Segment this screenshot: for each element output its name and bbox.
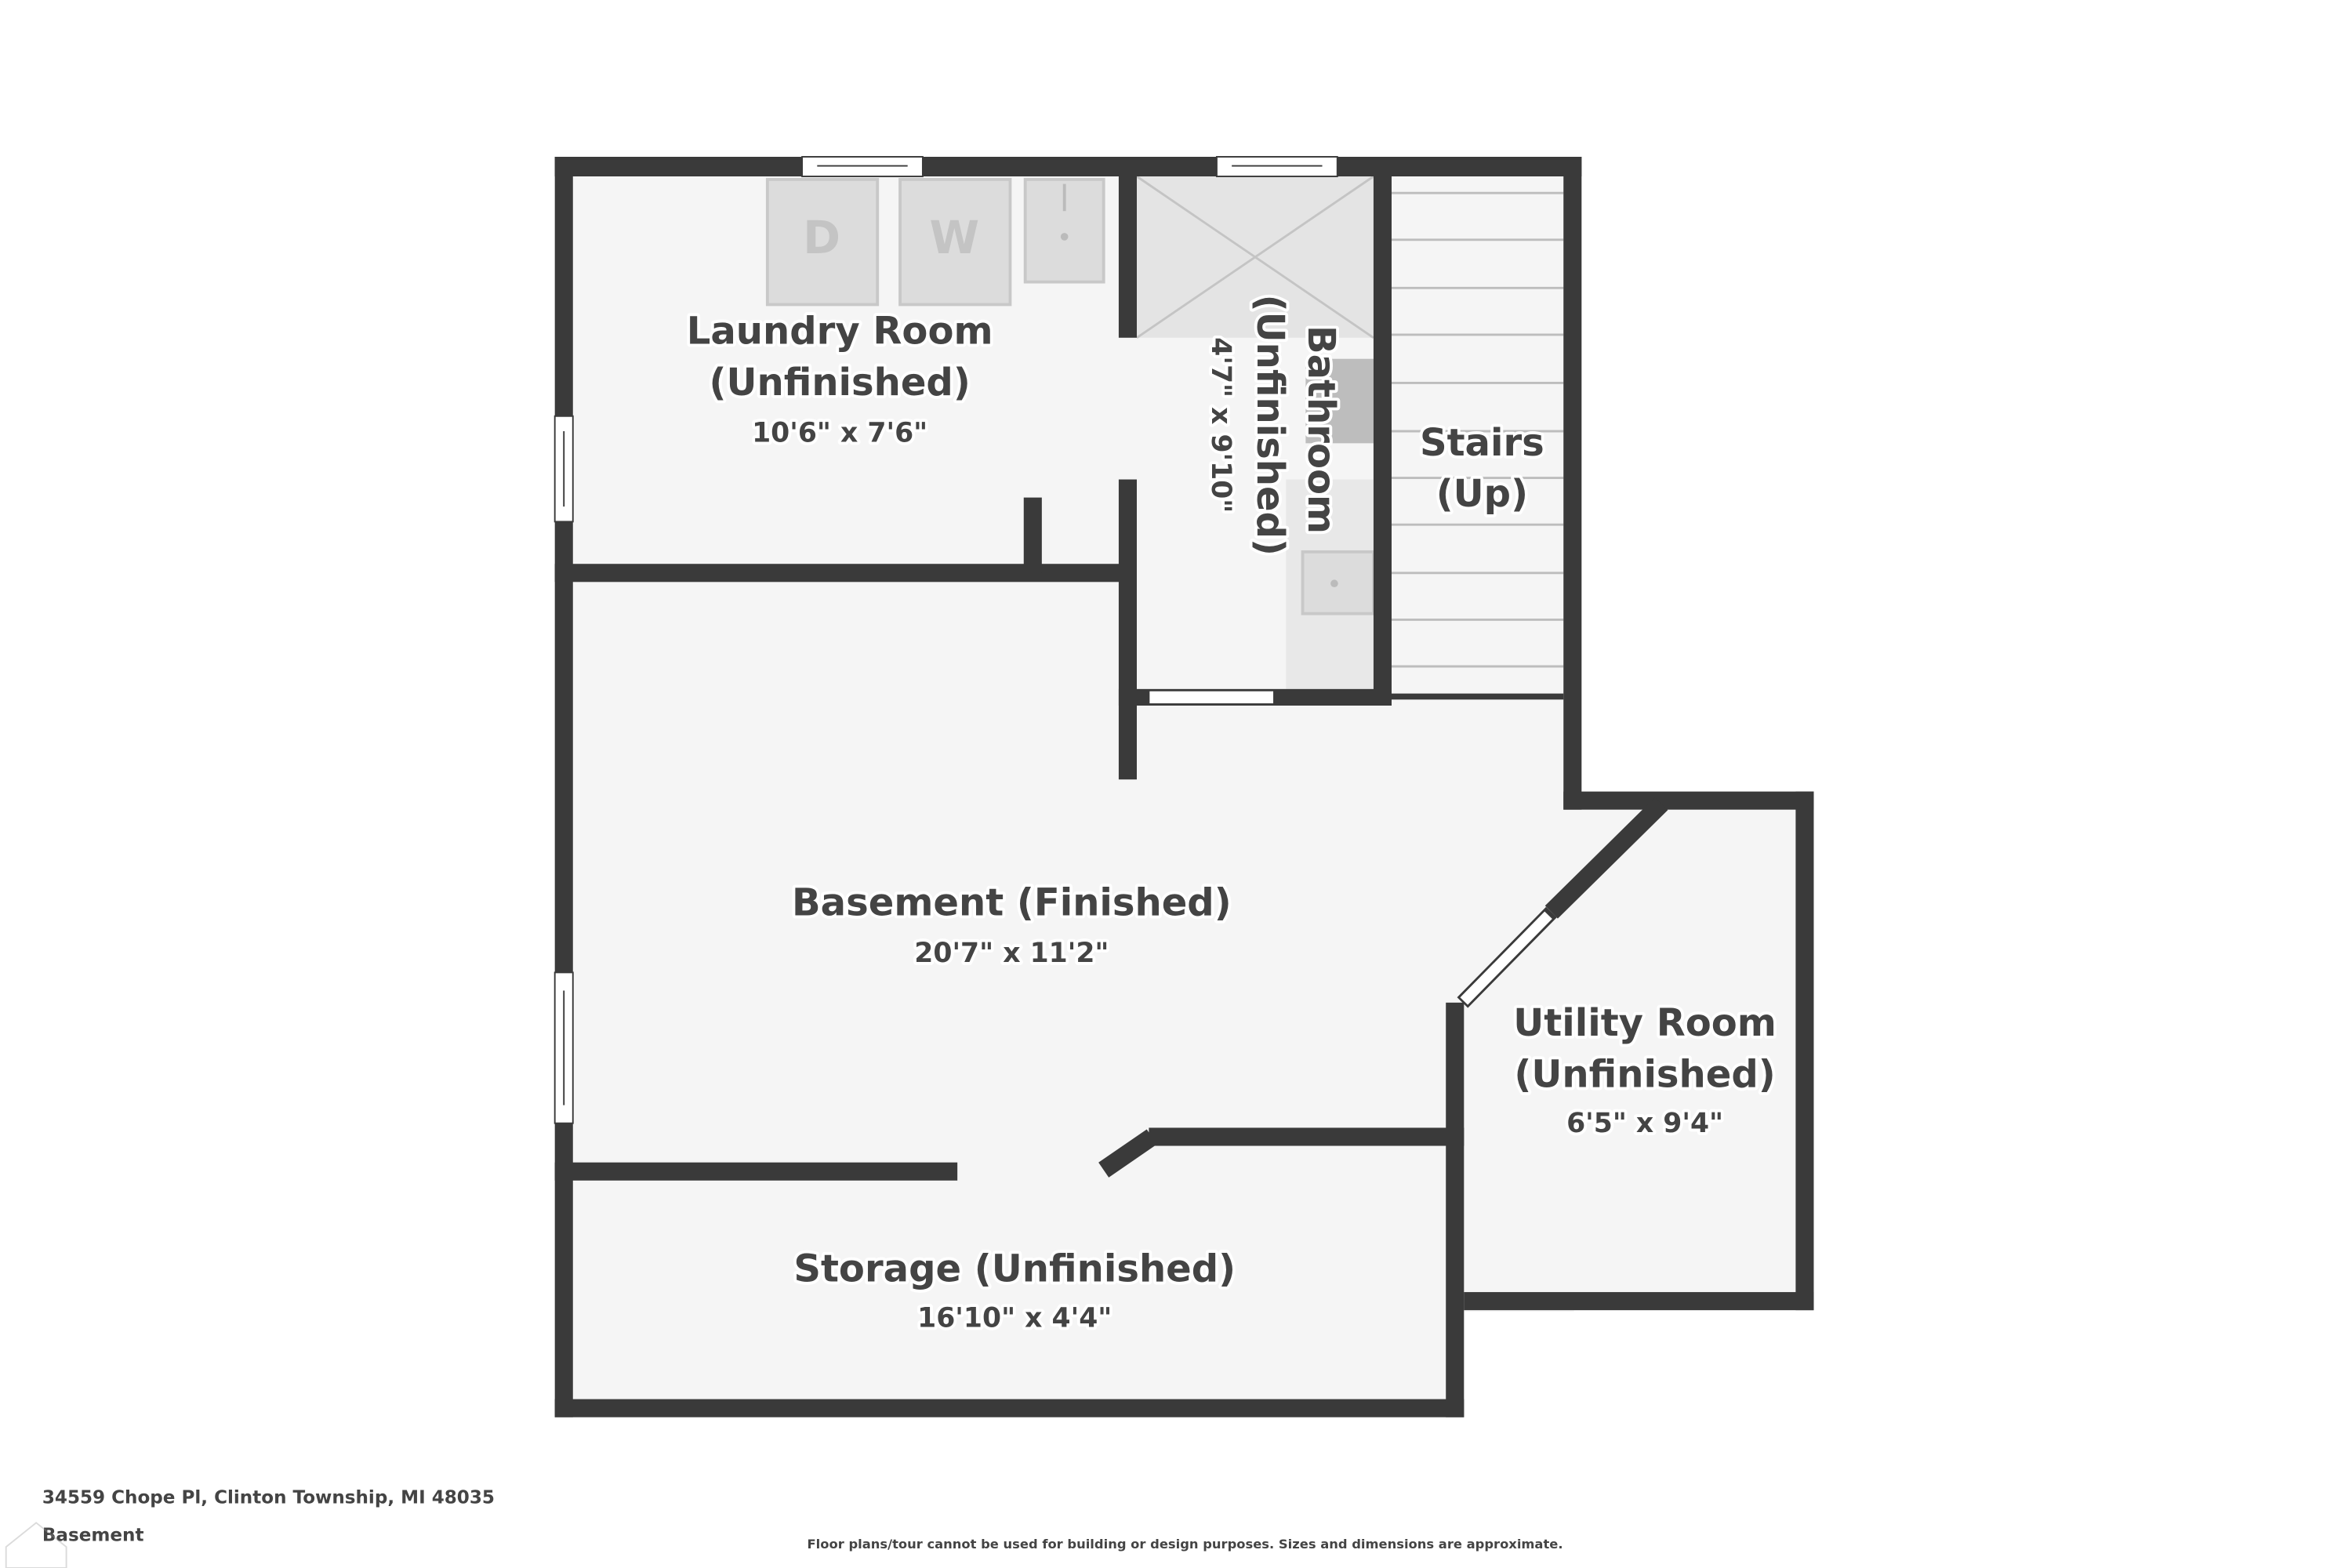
room-name: Stairs <box>1420 421 1544 465</box>
room-name: Laundry Room <box>687 309 993 353</box>
room-name: Basement (Finished) <box>792 880 1232 924</box>
svg-text:D: D <box>803 211 840 264</box>
dryer <box>765 177 880 307</box>
bath-sink <box>1301 550 1375 615</box>
room-dimensions: 4'7" x 9'10" <box>1205 337 1236 513</box>
room-utility: Utility Room (Unfinished) 6'5" x 9'4" <box>1510 998 1779 1142</box>
floor-label: Basement <box>42 1525 144 1545</box>
room-name: Bathroom <box>1299 325 1343 534</box>
laundry-appliances: D W <box>765 177 1105 307</box>
room-bathroom: Bathroom (Unfinished) 4'7" x 9'10" <box>1202 292 1346 559</box>
brand-logo-icon <box>5 1522 67 1568</box>
disclaimer: Floor plans/tour cannot be used for buil… <box>808 1537 1563 1552</box>
room-dimensions: 16'10" x 4'4" <box>917 1302 1112 1334</box>
floor-areas <box>564 165 1826 1432</box>
windows <box>554 156 1338 1124</box>
room-status: (Up) <box>1436 472 1528 516</box>
room-laundry: Laundry Room (Unfinished) 10'6" x 7'6" <box>684 307 996 452</box>
room-name: Storage (Unfinished) <box>793 1247 1236 1291</box>
toilet <box>1305 358 1374 444</box>
property-address: 34559 Chope Pl, Clinton Township, MI 480… <box>42 1487 495 1508</box>
svg-text:W: W <box>929 211 979 264</box>
room-name: Utility Room <box>1513 1001 1777 1045</box>
room-status: (Unfinished) <box>709 361 970 405</box>
room-dimensions: 10'6" x 7'6" <box>752 417 927 448</box>
room-storage: Storage (Unfinished) 16'10" x 4'4" <box>790 1244 1238 1337</box>
stairs <box>1392 191 1564 700</box>
room-basement: Basement (Finished) 20'7" x 11'2" <box>789 877 1234 971</box>
room-dimensions: 6'5" x 9'4" <box>1566 1108 1723 1139</box>
room-dimensions: 20'7" x 11'2" <box>914 938 1109 969</box>
room-stairs: Stairs (Up) <box>1417 418 1548 519</box>
room-status: (Unfinished) <box>1514 1053 1775 1097</box>
washer <box>898 177 1012 307</box>
room-status: (Unfinished) <box>1248 295 1292 556</box>
bathroom-fixtures <box>1136 175 1375 689</box>
